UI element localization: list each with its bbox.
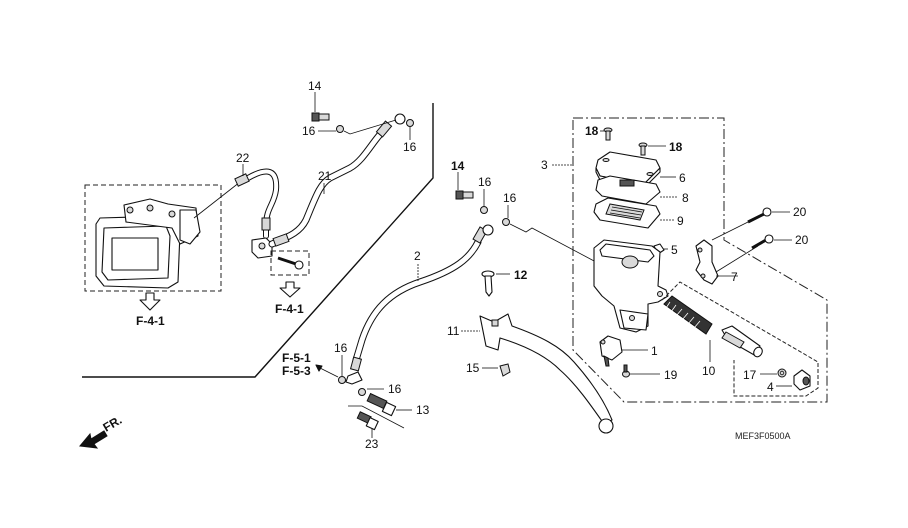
oil-bolt-14-top[interactable] [311, 112, 330, 122]
bleeder-bolt-23[interactable] [356, 411, 379, 431]
callout-6: 6 [679, 171, 686, 185]
joint-bolt-ref-label[interactable]: F-4-1 [275, 302, 304, 316]
abs-modulator-boundary [84, 184, 222, 292]
callout-19: 19 [664, 368, 678, 382]
callout-14-mid: 14 [451, 159, 465, 173]
master-cylinder-body[interactable] [593, 239, 669, 333]
caliper-ref-label-2[interactable]: F-5-3 [282, 364, 311, 378]
brake-hose-2[interactable] [345, 224, 494, 385]
nut-17[interactable] [777, 368, 787, 378]
callout-18-left: 18 [585, 124, 599, 138]
joint-block[interactable] [251, 237, 273, 259]
sealing-washer-16-top-left[interactable] [336, 125, 344, 133]
holder-bolt-20-bottom[interactable] [751, 234, 774, 250]
abs-ref-arrow [139, 292, 161, 311]
callout-20-bottom: 20 [795, 233, 809, 247]
switch-screw-19[interactable] [622, 364, 630, 378]
abs-modulator-ref-label[interactable]: F-4-1 [136, 314, 165, 328]
callout-16-top-left: 16 [302, 124, 316, 138]
callout-5: 5 [671, 243, 678, 257]
oil-bolt-14-mid[interactable] [455, 190, 474, 200]
diaphragm-9[interactable] [593, 197, 661, 229]
oil-bolt-13[interactable] [366, 392, 397, 417]
cap-screw-18-left[interactable] [603, 127, 613, 141]
callout-22: 22 [236, 151, 250, 165]
sealing-washer-16-mid-left[interactable] [480, 206, 488, 214]
callout-16-mid-right: 16 [503, 191, 517, 205]
callout-2: 2 [414, 249, 421, 263]
joint-bolt-boundary [270, 250, 310, 276]
callout-16-low-right: 16 [388, 382, 402, 396]
callout-9: 9 [677, 214, 684, 228]
diaphragm-plate-8[interactable] [595, 175, 661, 205]
brake-pipe-22[interactable] [234, 168, 280, 239]
callout-11: 11 [447, 324, 460, 338]
callout-12: 12 [514, 268, 528, 282]
callout-10: 10 [702, 364, 716, 378]
piston-set-boundary [661, 281, 819, 397]
pivot-bolt-12[interactable] [481, 270, 495, 297]
callout-18-right: 18 [669, 140, 683, 154]
master-cylinder-holder-7[interactable] [695, 239, 719, 285]
diagram-code: MEF3F0500A [735, 431, 791, 441]
master-cylinder-boundary [572, 117, 828, 403]
holder-bolt-20-top[interactable] [747, 207, 772, 224]
callout-16-top-right: 16 [403, 140, 417, 154]
callout-14-top: 14 [308, 79, 322, 93]
callout-3: 3 [541, 158, 548, 172]
callout-21: 21 [318, 169, 332, 183]
brake-hose-21[interactable] [268, 113, 406, 248]
sealing-washer-16-mid-right[interactable] [502, 218, 510, 226]
sealing-washer-16-top-right[interactable] [406, 119, 414, 127]
callout-20-top: 20 [793, 205, 807, 219]
joint-bolt[interactable] [277, 256, 304, 270]
sealing-washer-16-low-left[interactable] [338, 376, 346, 384]
sealing-washer-16-low-right[interactable] [358, 388, 366, 396]
abs-modulator-group: F-4-1 [84, 181, 241, 328]
joint-ref-arrow [279, 281, 301, 298]
section-divider-line [82, 103, 434, 378]
piston-set-10[interactable] [663, 295, 764, 358]
callout-7: 7 [731, 270, 738, 284]
boot-4[interactable] [793, 369, 811, 391]
brake-lever-11[interactable] [479, 313, 614, 434]
callout-8: 8 [682, 191, 689, 205]
callout-17: 17 [743, 368, 757, 382]
callout-15: 15 [466, 361, 480, 375]
callout-4: 4 [767, 380, 774, 394]
callout-16-mid-left: 16 [478, 175, 492, 189]
pivot-nut-15[interactable] [499, 363, 511, 377]
callout-13: 13 [416, 403, 430, 417]
cap-screw-18-right[interactable] [638, 142, 648, 156]
abs-modulator-unit[interactable] [95, 198, 201, 289]
callout-1: 1 [651, 344, 658, 358]
callout-23: 23 [365, 437, 379, 451]
front-direction-arrow-icon [79, 430, 108, 449]
brake-light-switch-1[interactable] [599, 335, 623, 367]
caliper-ref-label-1[interactable]: F-5-1 [282, 351, 311, 365]
callout-16-low-left: 16 [334, 341, 348, 355]
